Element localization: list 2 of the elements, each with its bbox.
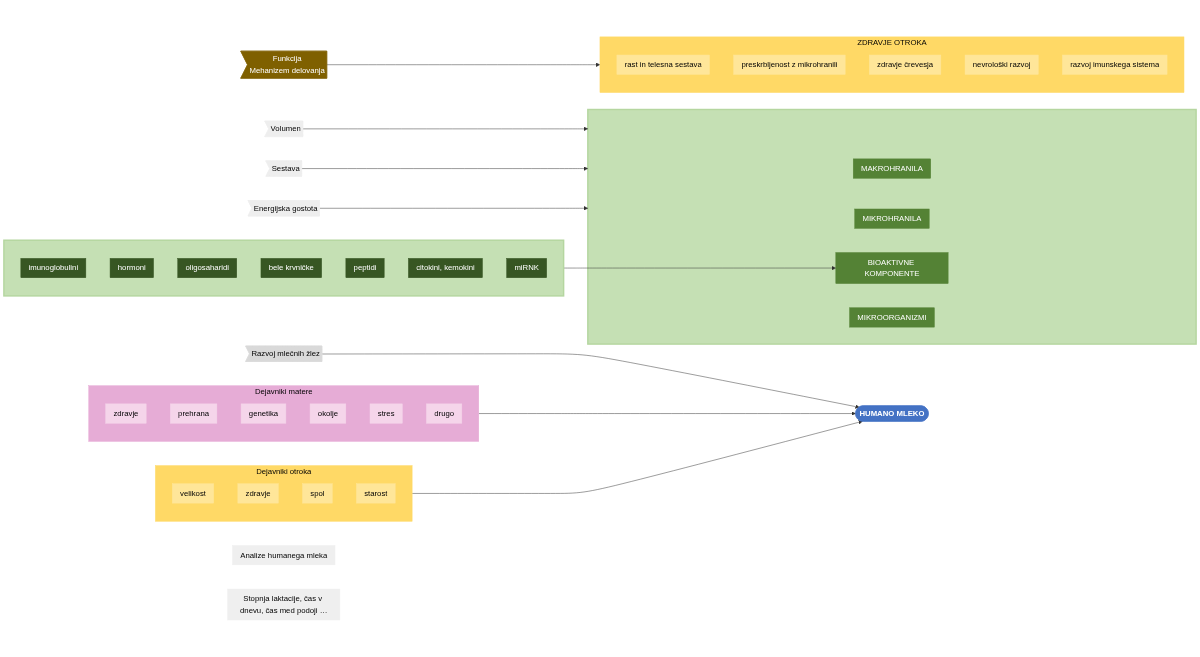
cluster <box>3 239 565 297</box>
cluster <box>587 108 1197 345</box>
